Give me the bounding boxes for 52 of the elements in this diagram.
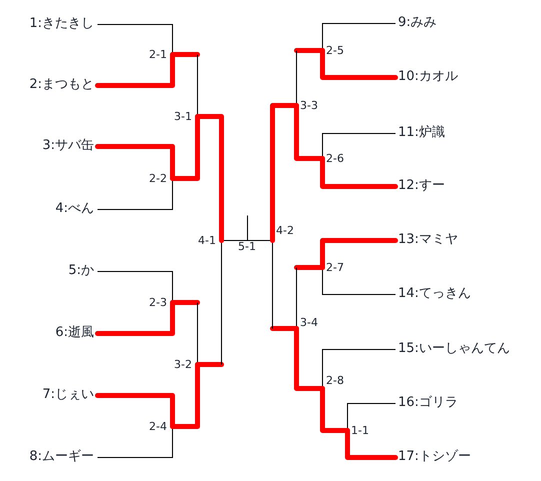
bracket-line [97, 426, 173, 458]
match-number: 3-1 [174, 110, 197, 122]
match-number: 4-1 [198, 234, 221, 246]
bracket-line [322, 133, 396, 159]
match-number: 2-7 [322, 260, 344, 274]
bracket-line [221, 240, 248, 241]
entrant-name: 6:逝風 [55, 325, 97, 341]
bracket-line [97, 24, 173, 55]
entrant-name: 3:サバ缶 [42, 138, 97, 154]
winner-line [320, 238, 398, 270]
match-number: 3-4 [296, 316, 318, 329]
winner-line [195, 114, 224, 243]
entrant-name: 4:べん [55, 201, 97, 217]
match-number: 2-5 [322, 44, 344, 56]
entrant-name: 8:ムーギー [29, 449, 97, 465]
winner-line [170, 362, 200, 429]
match-number: 1-1 [347, 424, 369, 436]
winner-line [294, 326, 325, 391]
bracket-line [97, 178, 173, 210]
entrant-name: 12:すー [395, 178, 445, 194]
match-number: 2-2 [149, 172, 172, 184]
entrant-name: 9:みみ [395, 15, 437, 31]
entrant-name: 11:炉識 [395, 125, 445, 141]
match-number: 2-8 [322, 374, 344, 389]
bracket-line [322, 23, 396, 51]
winner-line [95, 300, 175, 336]
match-number: 2-6 [322, 152, 344, 164]
winner-line [270, 103, 299, 243]
entrant-name: 7:じぇい [42, 387, 97, 403]
entrant-name: 16:ゴリラ [395, 395, 458, 411]
bracket-line [247, 240, 273, 241]
match-number: 3-2 [174, 358, 197, 370]
winner-line [95, 52, 175, 88]
match-number: 3-3 [296, 98, 318, 112]
entrant-name: 1:きたきし [29, 16, 97, 32]
bracket-line [97, 271, 173, 303]
entrant-name: 10:カオル [395, 69, 458, 85]
match-number: 2-1 [149, 48, 172, 60]
winner-line [320, 48, 398, 80]
match-number: 4-2 [272, 224, 294, 241]
entrant-name: 15:いーしゃんてん [395, 341, 510, 357]
bracket-line [322, 349, 396, 389]
bracket-line [347, 403, 396, 431]
entrant-name: 5:か [68, 263, 97, 279]
entrant-name: 13:マミヤ [395, 232, 458, 248]
entrant-name: 2:まつもと [29, 77, 97, 93]
bracket-line [322, 267, 396, 295]
entrant-name: 17:トシゾー [395, 449, 471, 465]
entrant-name: 14:てっきん [395, 286, 471, 302]
match-number: 5-1 [236, 240, 258, 253]
match-number: 2-4 [149, 420, 172, 432]
match-number: 2-3 [149, 296, 172, 308]
